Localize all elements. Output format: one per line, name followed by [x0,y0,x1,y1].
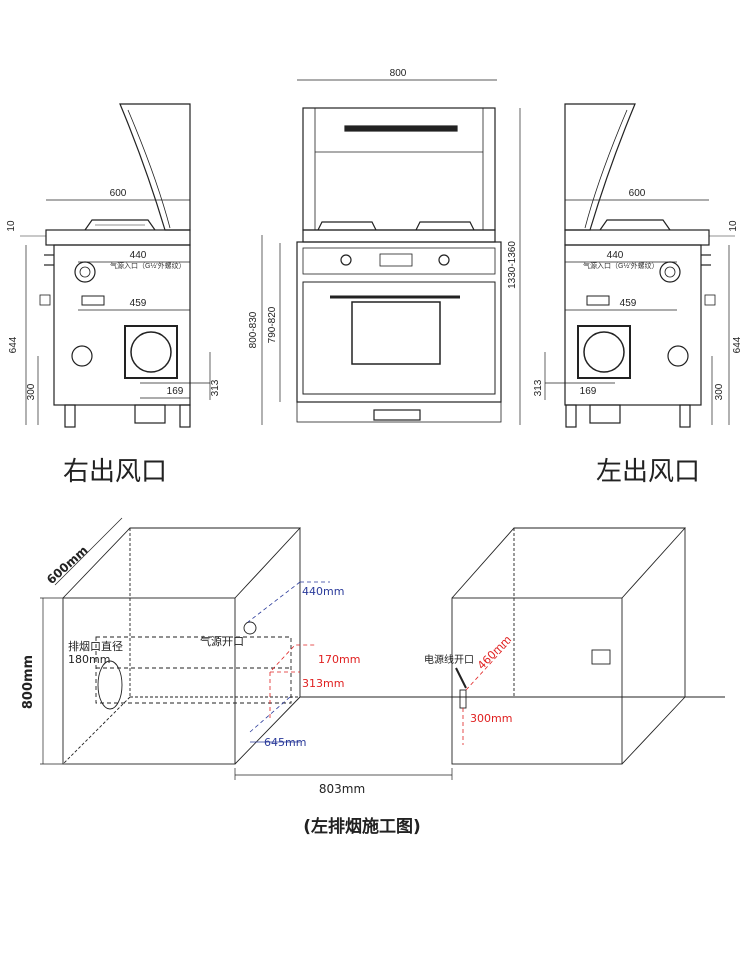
dim-440-left: 440 [607,250,624,261]
dim-459-right: 459 [130,298,147,309]
install-title: (左排烟施工图) [303,816,421,837]
dim-800-830: 800-830 [248,311,259,348]
dim-300-left: 300 [714,383,725,400]
hood-panel [119,103,191,231]
burner-icon [84,219,156,231]
dim-460mm: 460mm [475,633,514,672]
dim-645mm: 645mm [264,736,306,749]
knob-right-icon [438,254,450,266]
dim-169-right: 169 [167,386,184,397]
display-panel [379,253,413,267]
countertop-left [564,229,710,246]
exhaust-fan-left [577,325,631,379]
cabinet-body-left [564,244,702,406]
dim-313-right: 313 [210,379,221,396]
dim-459-left: 459 [620,298,637,309]
front-view [261,79,521,425]
power-opening-label: 电源线开口 [424,653,474,666]
side-view-right [20,103,211,428]
bottom-drawer [373,409,421,421]
caption-right-outlet: 右出风口 [63,457,167,487]
dim-10-left: 10 [728,220,739,232]
dim-790-820: 790-820 [267,306,278,343]
burner-left-icon [599,219,671,231]
gas-opening-label: 气源开口 [200,634,244,648]
caption-left-outlet: 左出风口 [596,457,700,487]
gas-inlet-icon [74,261,96,283]
dim-600-left: 600 [629,188,646,199]
dim-169-left: 169 [580,386,597,397]
hood-panel-left [564,103,636,231]
countertop-front [302,229,496,243]
dim-440mm: 440mm [302,585,344,598]
gas-note-left: 气源入口（G½′外螺纹） [583,261,659,270]
left-box-front [62,597,236,765]
knob-left-icon [340,254,352,266]
dim-300mm: 300mm [470,712,512,725]
install-width-label: 803mm [319,782,365,796]
exhaust-label: 排烟口直径 [68,639,123,653]
dim-313mm: 313mm [302,677,344,690]
dim-10-right: 10 [6,220,17,232]
gas-opening-icon [243,621,257,635]
dim-1330-1360: 1330-1360 [507,241,518,289]
exhaust-outlet-left-icon [667,345,689,367]
dim-300-right: 300 [26,383,37,400]
exhaust-size: 180mm [68,653,110,666]
exhaust-outlet-icon [71,345,93,367]
blue-dims [247,581,330,743]
dim-170mm: 170mm [318,653,360,666]
cabinet-body [53,244,191,406]
oven-window [351,301,441,365]
install-depth-label: 600mm [44,543,91,587]
red-dims [269,641,511,745]
gas-note-right: 气源入口（G½′外螺纹） [110,261,186,270]
exhaust-hole-icon [97,660,123,710]
power-socket-icon [591,649,611,665]
right-box-front [451,597,623,765]
exhaust-fan [124,325,178,379]
dim-644-right: 644 [8,336,19,353]
install-diagram [40,517,725,780]
install-height-label: 800mm [21,655,36,709]
side-view-left [544,103,735,428]
dim-800-front: 800 [390,68,407,79]
dim-644-left: 644 [732,336,743,353]
gas-inlet-left-icon [659,261,681,283]
dim-600-right: 600 [110,188,127,199]
countertop [45,229,191,246]
dim-313-left: 313 [533,379,544,396]
dim-440-right: 440 [130,250,147,261]
